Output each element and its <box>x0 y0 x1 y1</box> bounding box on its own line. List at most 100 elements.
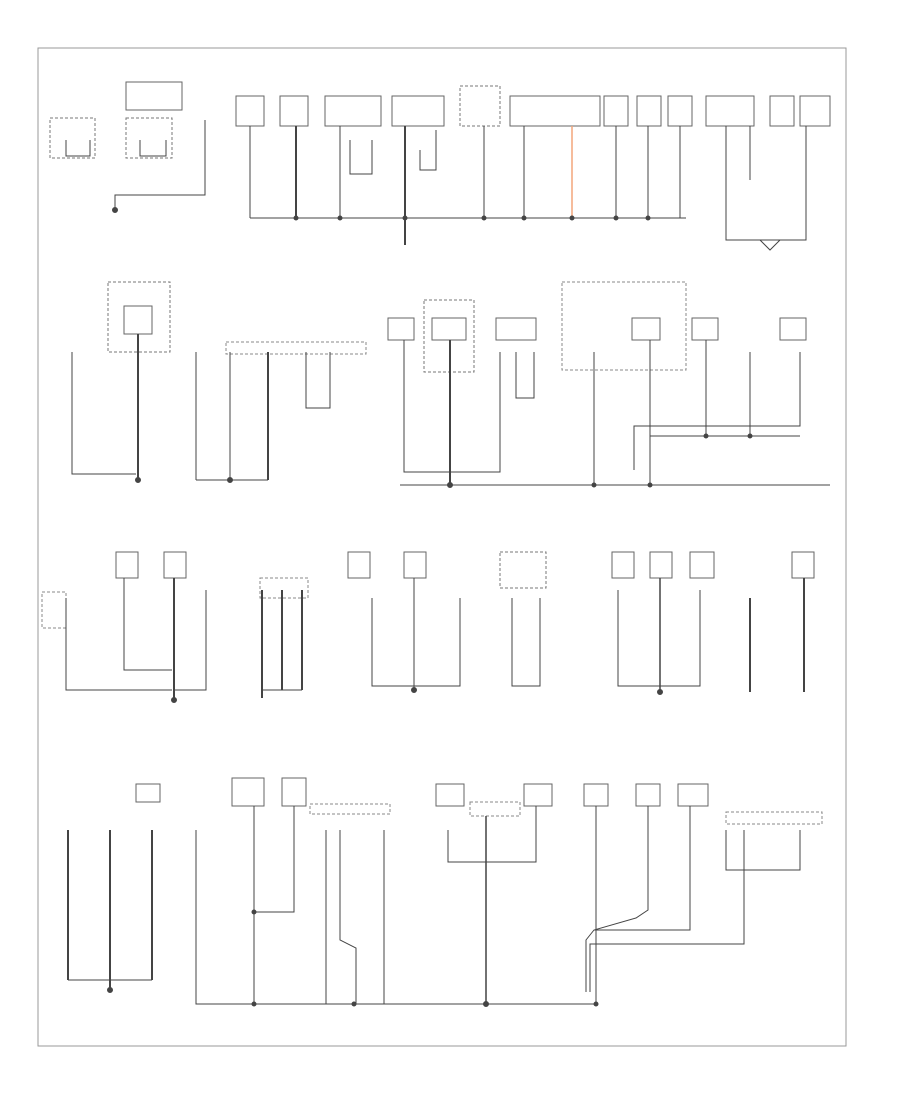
ground-point <box>135 477 141 483</box>
wire <box>419 130 437 171</box>
component-box <box>123 305 153 335</box>
splice-dot <box>351 1001 357 1007</box>
section-3 <box>41 551 815 703</box>
wire <box>114 120 206 210</box>
component-box <box>403 551 427 579</box>
wire <box>65 140 91 157</box>
component-box <box>281 777 307 807</box>
ground-point <box>171 697 177 703</box>
splice-dot <box>613 215 619 221</box>
wire <box>339 830 357 1004</box>
component-box <box>125 81 183 111</box>
section-4 <box>67 777 823 1007</box>
splice-dot <box>521 215 527 221</box>
page-border <box>37 47 847 1047</box>
splice-dot <box>645 215 651 221</box>
splice-dot <box>251 909 257 915</box>
component-box <box>309 803 391 815</box>
wire <box>633 352 801 470</box>
wire <box>349 140 373 175</box>
wire <box>254 806 295 913</box>
component-box <box>469 801 521 817</box>
component-box <box>779 317 807 341</box>
splice-dot <box>591 482 597 488</box>
splice-dot <box>402 215 408 221</box>
wire <box>139 140 167 157</box>
wire <box>759 239 781 251</box>
component-box <box>231 777 265 807</box>
splice-dot <box>647 482 653 488</box>
wire <box>511 598 541 687</box>
wire <box>589 830 745 992</box>
component-box <box>135 783 161 803</box>
component-box <box>49 117 96 159</box>
splice-dot <box>593 1001 599 1007</box>
component-box <box>324 95 382 127</box>
splice-dot <box>481 215 487 221</box>
component-box <box>347 551 371 579</box>
component-box <box>115 551 139 579</box>
component-box <box>561 281 687 371</box>
wire <box>594 806 691 931</box>
component-box <box>387 317 415 341</box>
component-box <box>125 117 173 159</box>
ground-point <box>112 207 118 213</box>
component-box <box>691 317 719 341</box>
component-box <box>611 551 635 579</box>
component-box <box>509 95 601 127</box>
component-box <box>705 95 755 127</box>
component-box <box>41 591 67 629</box>
component-box <box>235 95 265 127</box>
wire <box>305 352 331 409</box>
component-box <box>635 783 661 807</box>
component-box <box>499 551 547 589</box>
component-box <box>725 811 823 825</box>
component-box <box>431 317 467 341</box>
component-box <box>163 551 187 579</box>
component-box <box>495 317 537 341</box>
component-box <box>603 95 629 127</box>
component-box <box>636 95 662 127</box>
ground-point <box>447 482 453 488</box>
component-box <box>459 85 501 127</box>
splice-dot <box>293 215 299 221</box>
wire <box>174 590 207 691</box>
component-box <box>799 95 831 127</box>
wire <box>447 806 537 863</box>
wire <box>123 578 172 671</box>
ground-point <box>657 689 663 695</box>
component-box <box>391 95 445 127</box>
component-box <box>631 317 661 341</box>
wire <box>725 830 801 871</box>
ground-point <box>107 987 113 993</box>
component-box <box>667 95 693 127</box>
splice-dot <box>569 215 575 221</box>
ground-point <box>227 477 233 483</box>
ground-point <box>411 687 417 693</box>
splice-dot <box>337 215 343 221</box>
wire <box>403 340 501 473</box>
section-2 <box>71 281 830 488</box>
wire <box>585 806 649 992</box>
wire <box>515 352 535 399</box>
component-box <box>279 95 309 127</box>
splice-dot <box>747 433 753 439</box>
component-box <box>649 551 673 579</box>
wire <box>65 598 172 691</box>
wire <box>725 126 807 241</box>
component-box <box>689 551 715 579</box>
component-box <box>225 341 367 355</box>
wire <box>371 598 461 687</box>
wire <box>617 590 701 687</box>
component-box <box>259 577 309 599</box>
ground-point <box>483 1001 489 1007</box>
component-box <box>583 783 609 807</box>
wire <box>195 830 254 1005</box>
section-1 <box>49 81 831 251</box>
component-box <box>791 551 815 579</box>
component-box <box>769 95 795 127</box>
component-box <box>523 783 553 807</box>
component-box <box>677 783 709 807</box>
splice-dot <box>703 433 709 439</box>
